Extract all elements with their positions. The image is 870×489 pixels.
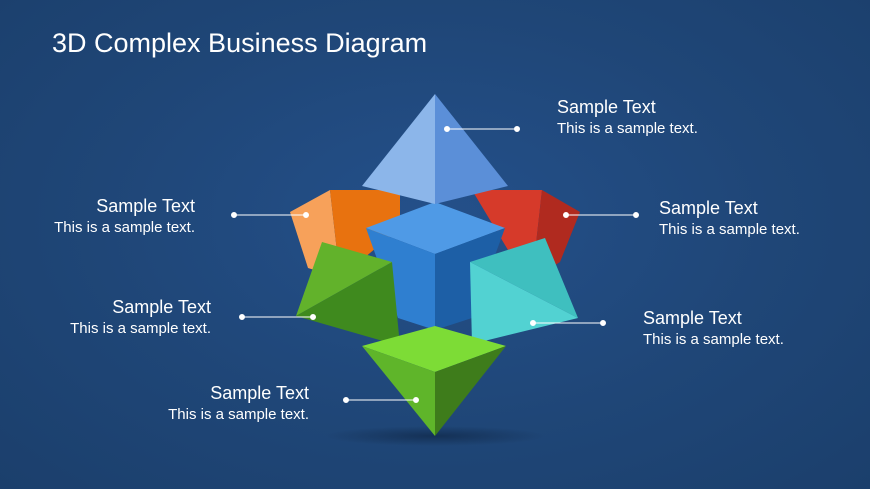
label-lower-left: Sample Text This is a sample text.: [70, 296, 211, 340]
label-heading: Sample Text: [112, 297, 211, 317]
label-text: This is a sample text.: [643, 331, 784, 348]
center-cube: [366, 202, 505, 330]
label-heading: Sample Text: [659, 198, 758, 218]
label-heading: Sample Text: [96, 196, 195, 216]
bottom-pyramid: [362, 326, 506, 436]
slide-title: 3D Complex Business Diagram: [52, 28, 428, 58]
label-bottom: Sample Text This is a sample text.: [168, 382, 309, 426]
label-upper-right: Sample Text This is a sample text.: [659, 197, 800, 241]
label-text: This is a sample text.: [70, 320, 211, 337]
label-text: This is a sample text.: [557, 120, 698, 137]
label-text: This is a sample text.: [168, 406, 309, 423]
green-pyramid: [296, 242, 400, 346]
label-text: This is a sample text.: [54, 219, 195, 236]
label-heading: Sample Text: [643, 308, 742, 328]
label-top-right: Sample Text This is a sample text.: [557, 96, 698, 140]
label-heading: Sample Text: [557, 97, 656, 117]
label-heading: Sample Text: [210, 383, 309, 403]
top-pyramid: [362, 94, 508, 204]
label-text: This is a sample text.: [659, 221, 800, 238]
label-upper-left: Sample Text This is a sample text.: [54, 195, 195, 239]
label-lower-right: Sample Text This is a sample text.: [643, 307, 784, 351]
connectors: [231, 126, 639, 403]
